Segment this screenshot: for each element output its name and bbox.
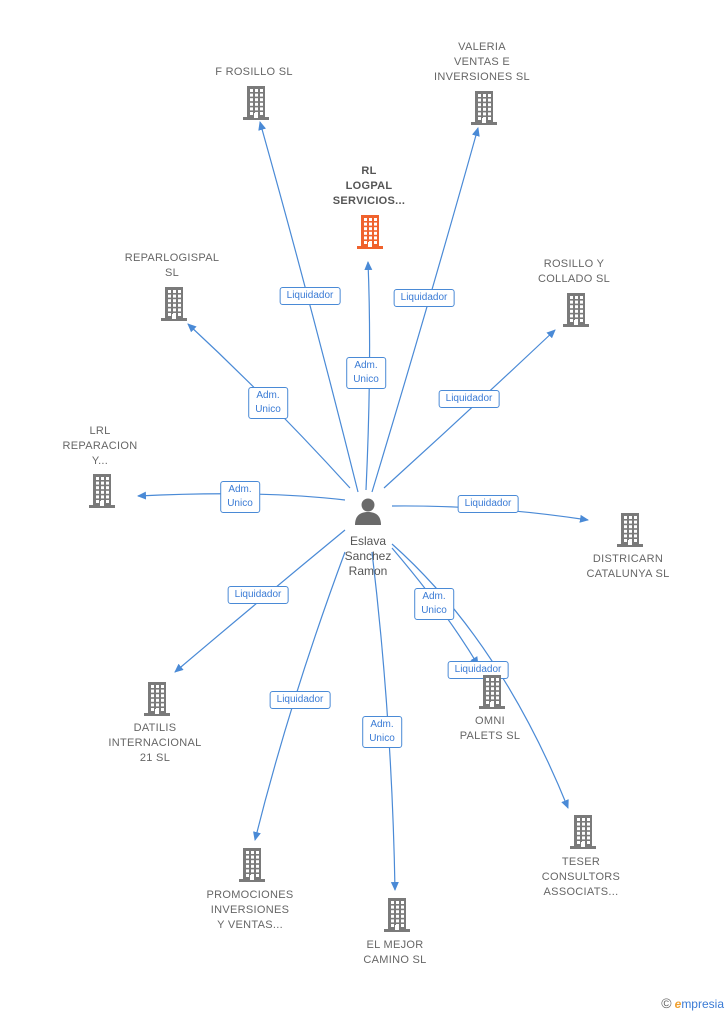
edge-label-f-rosillo[interactable]: Liquidador — [279, 287, 341, 305]
company-node-omni[interactable] — [479, 675, 505, 714]
building-icon — [239, 848, 265, 882]
company-label-valeria[interactable]: VALERIA VENTAS E INVERSIONES SL — [434, 41, 530, 83]
company-node-el-mejor[interactable] — [384, 898, 410, 937]
company-label-omni[interactable]: OMNI PALETS SL — [459, 715, 521, 742]
edge-label-districarn[interactable]: Liquidador — [457, 495, 519, 513]
company-node-f-rosillo[interactable] — [243, 86, 269, 125]
footer-brand: ©empresia — [661, 995, 724, 1011]
company-label-promociones[interactable]: PROMOCIONES INVERSIONES Y VENTAS... — [206, 889, 294, 931]
company-label-el-mejor[interactable]: EL MEJOR CAMINO SL — [363, 939, 427, 966]
person-label[interactable]: Eslava Sanchez Ramon — [344, 534, 392, 578]
brand-name: mpresia — [681, 997, 724, 1011]
company-node-valeria[interactable] — [471, 91, 497, 130]
company-node-districarn[interactable] — [617, 513, 643, 552]
edge-label-valeria[interactable]: Liquidador — [393, 289, 455, 307]
company-label-reparlogispal[interactable]: REPARLOGISPAL SL — [124, 252, 220, 279]
edge-label-rl-logpal[interactable]: Adm. Unico — [346, 357, 386, 389]
edge-label-el-mejor[interactable]: Adm. Unico — [362, 716, 402, 748]
person-node[interactable] — [353, 496, 383, 531]
building-icon — [243, 86, 269, 120]
edge-label-reparlogispal[interactable]: Adm. Unico — [248, 387, 288, 419]
edge-label-teser[interactable]: Liquidador — [447, 661, 509, 679]
edge-rosillo-collado — [383, 329, 556, 489]
company-label-rl-logpal[interactable]: RL LOGPAL SERVICIOS... — [332, 165, 406, 207]
company-node-teser[interactable] — [570, 815, 596, 854]
building-icon — [479, 675, 505, 709]
company-label-districarn[interactable]: DISTRICARN CATALUNYA SL — [586, 553, 670, 580]
edge-label-promociones[interactable]: Liquidador — [269, 691, 331, 709]
person-icon — [355, 498, 381, 525]
edge-label-omni[interactable]: Adm. Unico — [414, 588, 454, 620]
company-node-rosillo-collado[interactable] — [563, 293, 589, 332]
company-label-datilis[interactable]: DATILIS INTERNACIONAL 21 SL — [108, 722, 202, 764]
building-icon — [617, 513, 643, 547]
building-icon — [161, 287, 187, 321]
company-node-rl-logpal[interactable] — [357, 215, 383, 254]
building-icon — [570, 815, 596, 849]
building-icon — [384, 898, 410, 932]
brand-initial: e — [674, 997, 682, 1011]
edge-label-rosillo-collado[interactable]: Liquidador — [438, 390, 500, 408]
edge-label-datilis[interactable]: Liquidador — [227, 586, 289, 604]
company-label-rosillo-collado[interactable]: ROSILLO Y COLLADO SL — [537, 258, 611, 285]
building-icon — [144, 682, 170, 716]
copyright-symbol: © — [661, 995, 672, 1011]
company-label-teser[interactable]: TESER CONSULTORS ASSOCIATS... — [541, 856, 621, 898]
building-icon — [357, 215, 383, 249]
edge-teser — [391, 543, 569, 809]
company-node-promociones[interactable] — [239, 848, 265, 887]
company-node-lrl[interactable] — [89, 474, 115, 513]
edge-label-lrl[interactable]: Adm. Unico — [220, 481, 260, 513]
company-label-lrl[interactable]: LRL REPARACION Y... — [62, 425, 138, 467]
company-node-datilis[interactable] — [144, 682, 170, 721]
building-icon — [89, 474, 115, 508]
building-icon — [563, 293, 589, 327]
building-icon — [471, 91, 497, 125]
company-node-reparlogispal[interactable] — [161, 287, 187, 326]
company-label-f-rosillo[interactable]: F ROSILLO SL — [215, 66, 293, 78]
